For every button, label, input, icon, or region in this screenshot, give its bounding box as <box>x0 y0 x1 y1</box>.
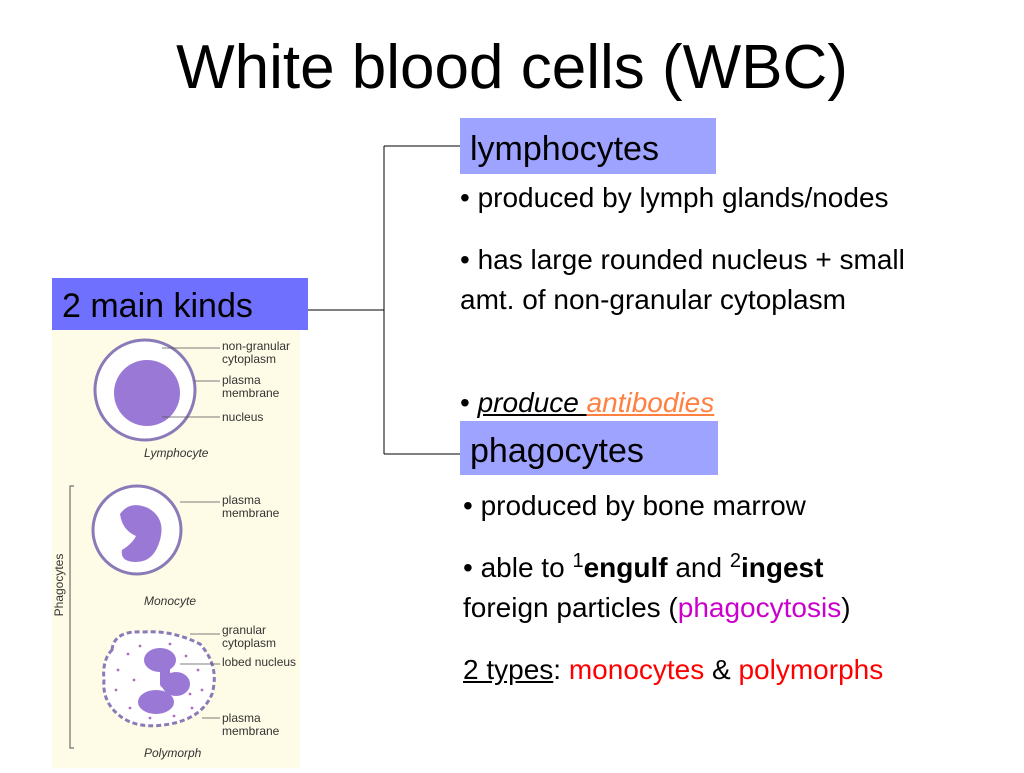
slide-title: White blood cells (WBC) <box>176 33 848 102</box>
lymphocytes-heading: lymphocytes <box>460 118 716 174</box>
able-to-text: • able to <box>463 552 573 583</box>
wbc-diagram: non-granular cytoplasm plasma membrane n… <box>52 330 300 768</box>
label-lobed: lobed nucleus <box>222 655 297 669</box>
phago-bullet-2: • able to 1engulf and 2ingest foreign par… <box>463 548 1003 628</box>
caption-monocyte: Monocyte <box>144 594 197 608</box>
produce-text: produce <box>477 387 587 418</box>
close-paren: ) <box>841 592 851 623</box>
foreign-text: foreign particles ( <box>463 592 678 623</box>
phago-types: 2 types: monocytes & polymorphs <box>463 650 1003 690</box>
engulf-text: engulf <box>583 552 668 583</box>
and-text: and <box>667 552 730 583</box>
cell-illustrations <box>69 338 220 749</box>
ampersand: & <box>704 654 739 685</box>
monocyte-nucleus <box>120 505 162 562</box>
label-nucleus: nucleus <box>222 410 264 424</box>
label-granular: granular cytoplasm <box>222 623 277 650</box>
types-label: 2 types <box>463 654 554 685</box>
phagocytes-side-label: Phagocytes <box>52 553 66 617</box>
antibodies-link[interactable]: antibodies <box>586 387 715 418</box>
ingest-text: ingest <box>740 552 824 583</box>
monocytes-text: monocytes <box>568 654 705 685</box>
phagocytosis-text: phagocytosis <box>677 592 842 623</box>
lymphocyte-nucleus <box>114 360 180 426</box>
label-plasma-membrane-2: plasma membrane <box>222 493 280 520</box>
main-kinds-label: 2 main kinds <box>52 278 308 330</box>
bullet-marker: • <box>460 387 478 418</box>
label-plasma-membrane-1: plasma membrane <box>222 373 280 400</box>
polymorph-lobed-nucleus <box>138 648 190 714</box>
sup-1: 1 <box>572 550 584 572</box>
label-plasma-membrane-3: plasma membrane <box>222 711 280 738</box>
lymph-bullet-3: • produce antibodies <box>460 383 960 423</box>
phago-bullet-1: • produced by bone marrow <box>463 490 806 521</box>
colon: : <box>553 654 569 685</box>
label-non-granular: non-granular cytoplasm <box>222 339 291 366</box>
sup-2: 2 <box>729 550 741 572</box>
caption-lymphocyte: Lymphocyte <box>144 446 209 460</box>
lymph-bullet-2: • has large rounded nucleus + small amt.… <box>460 244 905 315</box>
lymph-bullet-1: • produced by lymph glands/nodes <box>460 182 889 213</box>
phagocytes-heading: phagocytes <box>460 421 718 475</box>
caption-polymorph: Polymorph <box>144 746 202 760</box>
polymorphs-text: polymorphs <box>738 654 884 685</box>
